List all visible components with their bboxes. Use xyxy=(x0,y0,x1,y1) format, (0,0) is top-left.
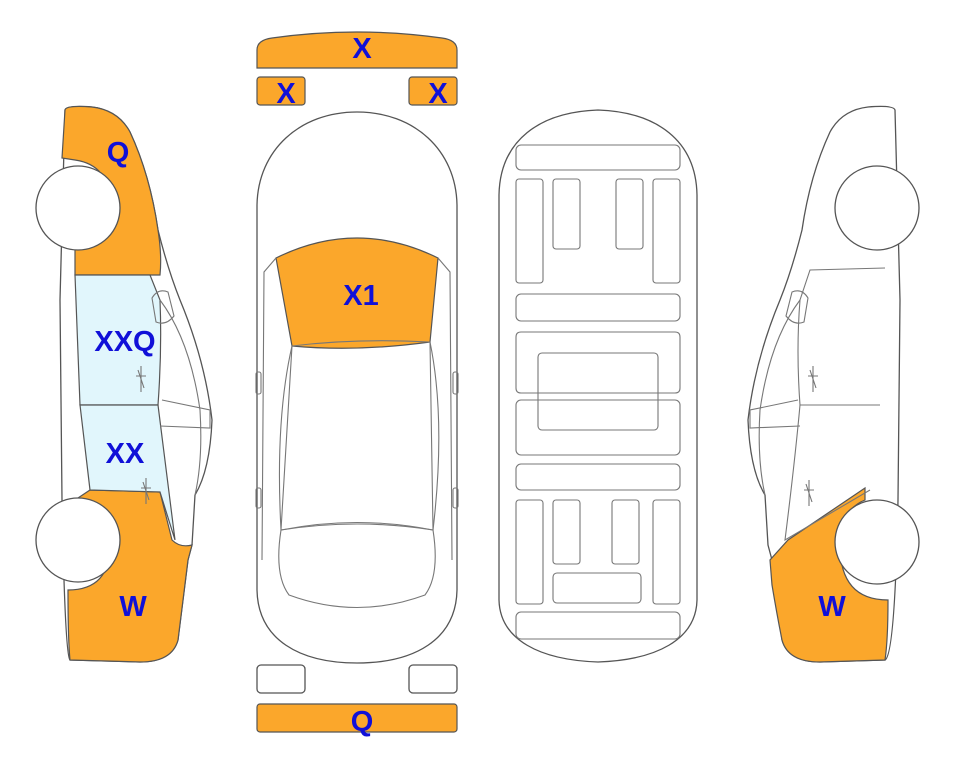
left-side-roof-line xyxy=(159,299,202,496)
left-side-window-line xyxy=(159,399,211,429)
right-rear-door-outline xyxy=(784,404,871,542)
left-side-window xyxy=(278,345,293,531)
front-right-light-label: X xyxy=(428,78,448,110)
right-a-pillar xyxy=(437,257,453,561)
rear-right-light-part[interactable] xyxy=(408,664,458,694)
underbody-rear-plate xyxy=(515,611,681,640)
left-rear-door-label: XX xyxy=(106,438,145,470)
underbody-rear-left-inner xyxy=(552,499,581,565)
front-left-light-part[interactable] xyxy=(256,76,306,106)
left-rear-quarter-label: W xyxy=(119,591,147,623)
left-front-door-label: XXQ xyxy=(94,326,155,358)
front-right-light-part[interactable] xyxy=(408,76,458,106)
left-rear-handle xyxy=(141,478,151,504)
left-mirror xyxy=(255,371,262,395)
underbody-rear-right-rail xyxy=(652,499,681,605)
underbody-center-frame xyxy=(515,331,681,394)
left-door-handle xyxy=(255,487,262,509)
rear-bumper-part[interactable] xyxy=(256,703,458,733)
right-mirror xyxy=(452,371,459,395)
right-side-roof-line xyxy=(758,299,801,496)
underbody-center-pan xyxy=(537,352,659,431)
front-parts: X X X xyxy=(256,31,458,110)
right-rear-handle xyxy=(804,480,814,506)
underbody-crossmember-2 xyxy=(515,399,681,456)
underbody-front-left-rail xyxy=(515,178,544,284)
rear-left-light-part[interactable] xyxy=(256,664,306,694)
right-rear-quarter-label: W xyxy=(818,591,846,623)
right-mirror-outline xyxy=(785,290,809,324)
underbody-rear-tank xyxy=(552,572,642,604)
underbody-front-left-inner xyxy=(552,178,581,250)
left-mirror-outline xyxy=(151,290,175,324)
left-front-fender-label: Q xyxy=(107,137,130,169)
front-bumper-part[interactable] xyxy=(256,31,458,69)
rear-parts: Q xyxy=(256,664,458,738)
underbody-crossmember-3 xyxy=(515,463,681,491)
underbody-front-plate xyxy=(515,144,681,171)
left-rear-door-part[interactable] xyxy=(79,404,176,541)
left-front-wheel xyxy=(35,165,121,251)
right-side-window-line xyxy=(749,399,801,429)
right-rear-wheel xyxy=(834,499,920,585)
car-top-view: X1 xyxy=(255,111,459,664)
hood-label: X1 xyxy=(343,280,378,312)
right-front-wheel xyxy=(834,165,920,251)
rear-bumper-label: Q xyxy=(351,706,374,738)
car-underbody-view xyxy=(498,109,698,663)
underbody-rear-left-rail xyxy=(515,499,544,605)
underbody-crossmember-1 xyxy=(515,293,681,322)
right-side-window xyxy=(429,341,440,531)
car-left-side-view: Q XXQ XX W xyxy=(35,105,213,663)
right-door-handle xyxy=(452,487,459,509)
car-right-side-view: W xyxy=(747,105,920,663)
left-rear-wheel xyxy=(35,497,121,583)
front-left-light-label: X xyxy=(276,78,296,110)
car-top-body-outline xyxy=(256,111,458,664)
underbody-rear-right-inner xyxy=(611,499,640,565)
underbody-front-right-rail xyxy=(652,178,681,284)
rear-window-outline xyxy=(278,521,436,609)
underbody-outline xyxy=(498,109,698,663)
underbody-front-right-inner xyxy=(615,178,644,250)
left-a-pillar xyxy=(261,257,277,561)
front-bumper-label: X xyxy=(352,33,372,65)
left-front-handle xyxy=(136,366,146,392)
right-front-handle xyxy=(808,366,818,392)
